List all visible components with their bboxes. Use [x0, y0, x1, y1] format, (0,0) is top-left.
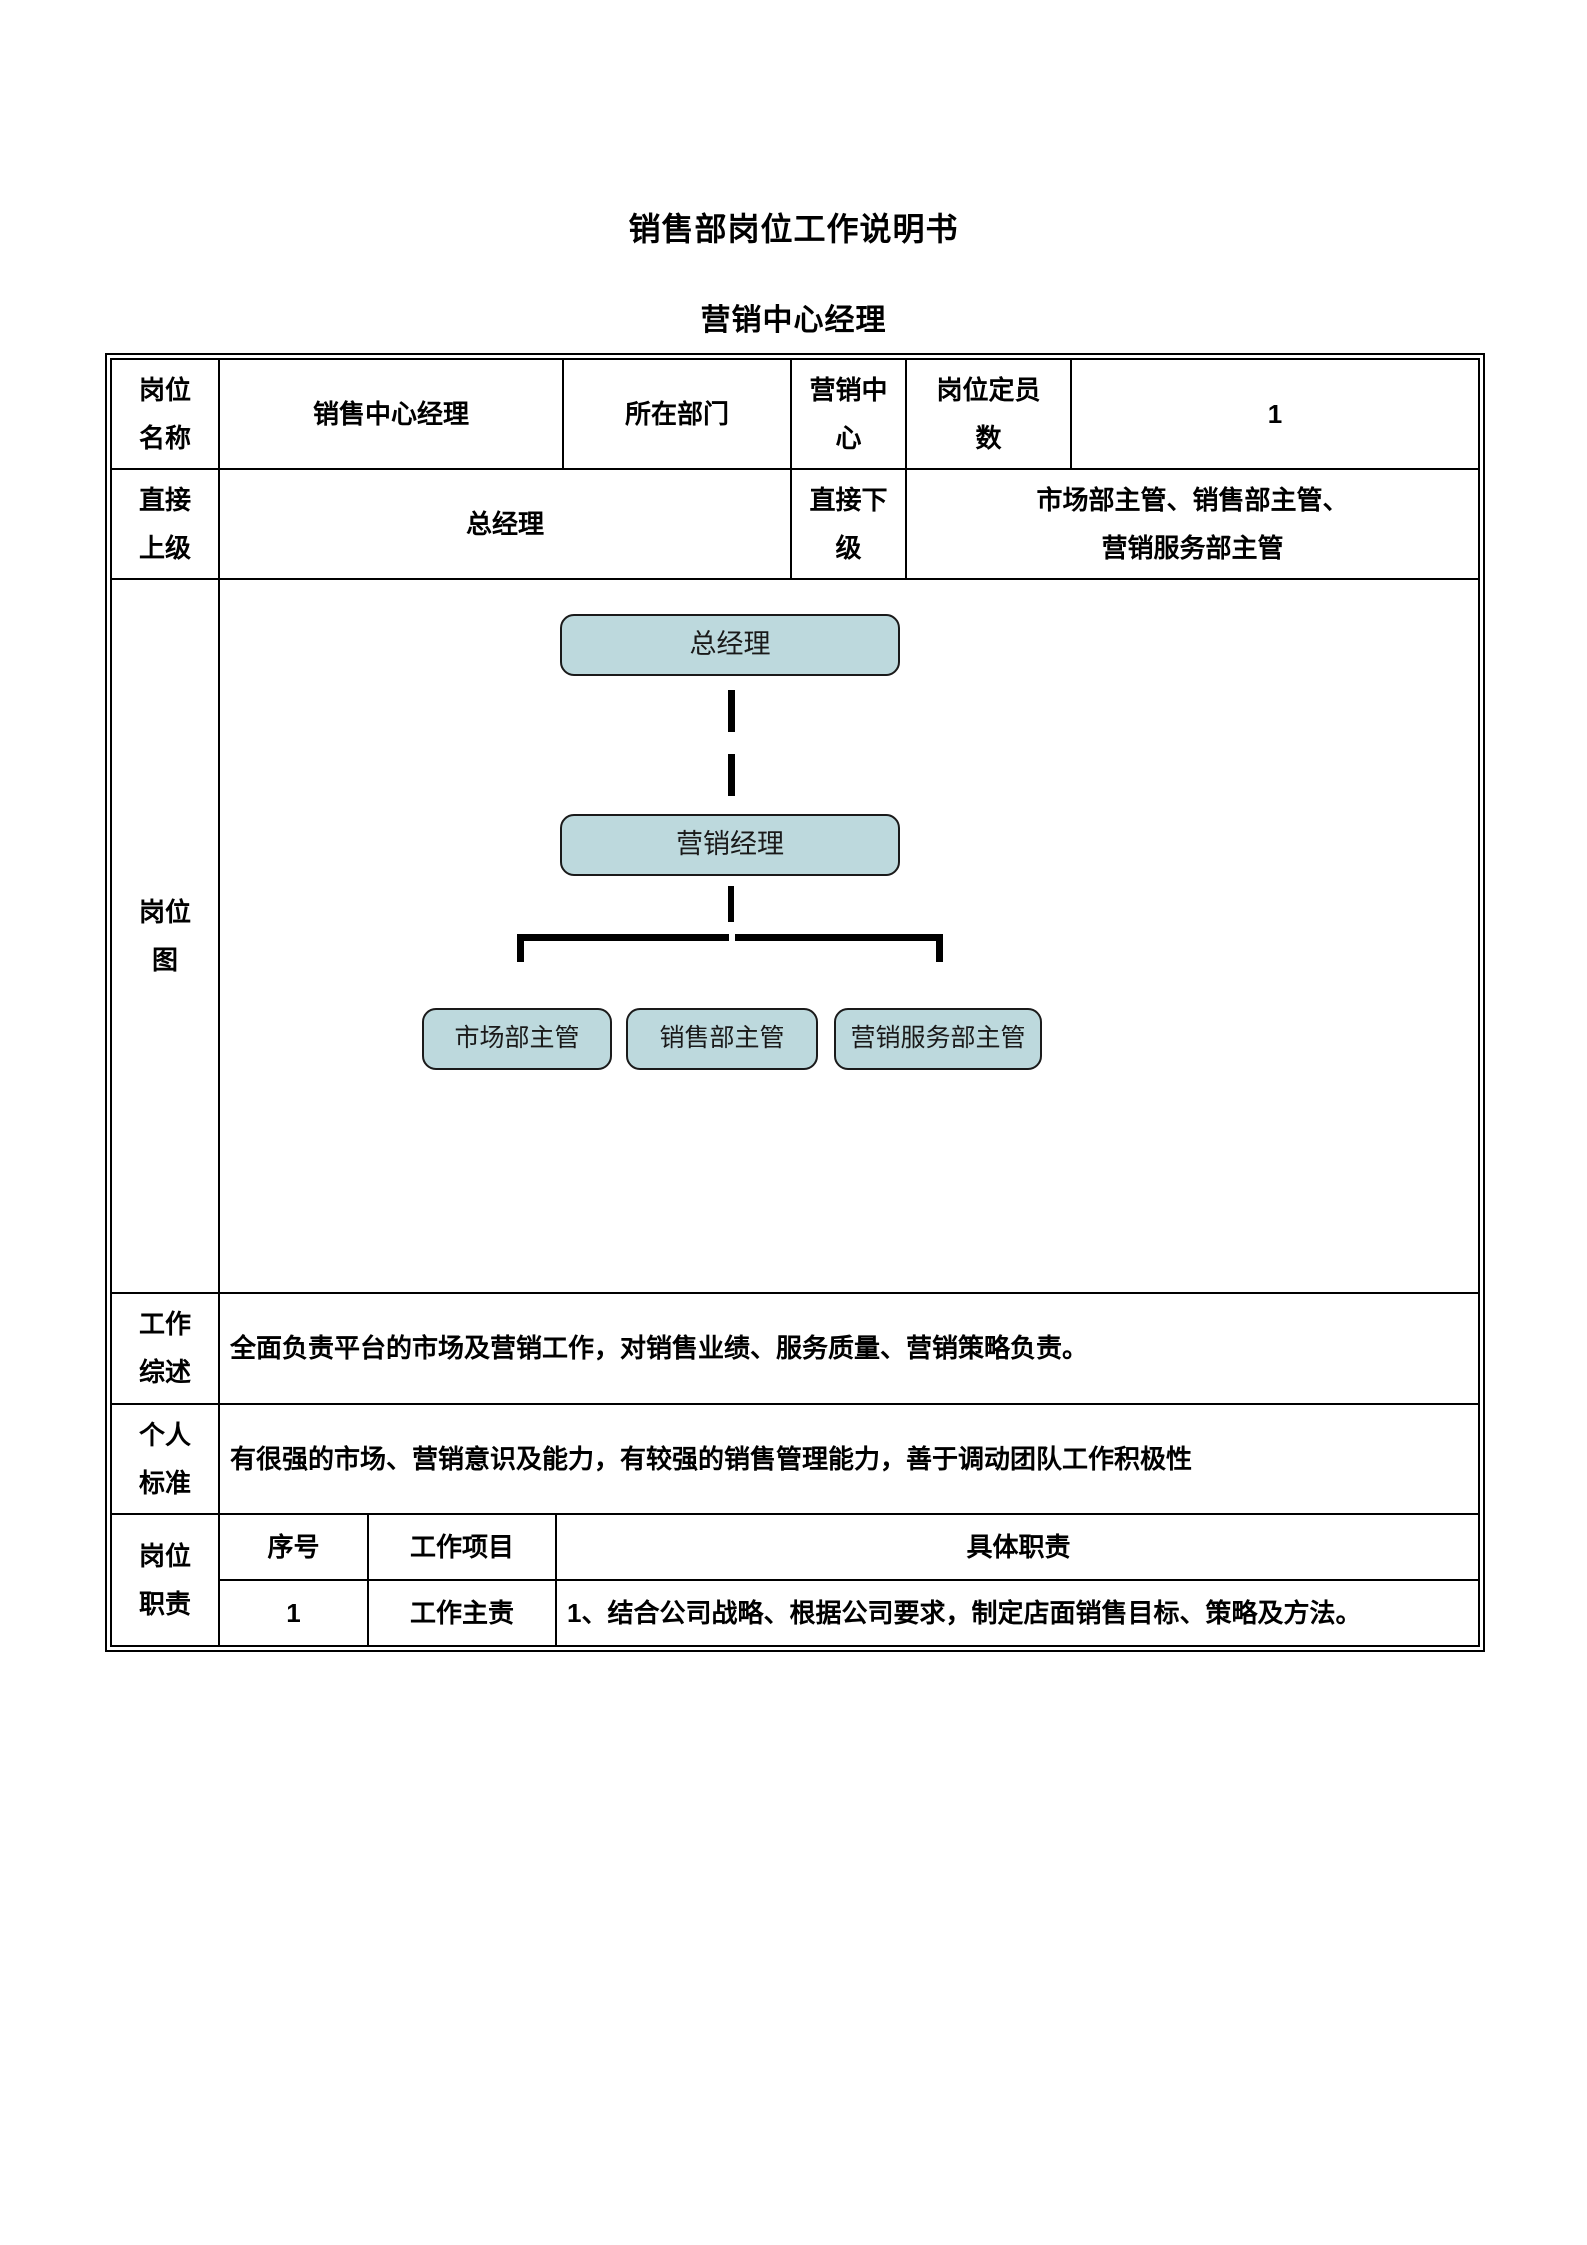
org-node-sales-dept-supervisor: 销售部主管 [626, 1008, 818, 1071]
org-chart: 总经理 营销经理 市场部主管 销售部主管 营销服务部主管 [230, 586, 1468, 1286]
duty-item: 工作主责 [367, 1578, 557, 1645]
duties-label-line2: 职责 [138, 1588, 191, 1619]
department-value-line2: 心 [835, 423, 862, 454]
org-node-general-manager: 总经理 [560, 614, 900, 677]
summary-label-line1: 工作 [138, 1309, 191, 1340]
table-row-duties: 岗位 职责 序号 工作项目 具体职责 1 [110, 1512, 1480, 1647]
connector-bracket-tip-left [517, 934, 524, 963]
cell-duties-table: 序号 工作项目 具体职责 1 工作主责 1、结合公司战略、根据公司要求，制定店面… [218, 1512, 1480, 1647]
job-description-table: 岗位 名称 销售中心经理 所在部门 营销中 心 岗位定员 数 1 直接 上级 总… [105, 353, 1485, 1652]
cell-superior-value: 总经理 [218, 468, 792, 581]
org-node-marketing-service-supervisor: 营销服务部主管 [834, 1008, 1042, 1071]
duty-no: 1 [220, 1578, 369, 1645]
table-row-position: 岗位 名称 销售中心经理 所在部门 营销中 心 岗位定员 数 1 [110, 357, 1480, 471]
page-subtitle: 营销中心经理 [700, 304, 887, 337]
cell-personal-label: 个人 标准 [110, 1402, 220, 1515]
connector-bracket-right [735, 934, 943, 942]
subordinate-label-line2: 级 [835, 533, 862, 564]
connector-bracket-tip-right [936, 934, 943, 963]
duties-data-row: 1 工作主责 1、结合公司战略、根据公司要求，制定店面销售目标、策略及方法。 [220, 1578, 1480, 1645]
table-row-personal-standard: 个人 标准 有很强的市场、营销意识及能力，有较强的销售管理能力，善于调动团队工作… [110, 1402, 1480, 1515]
superior-label-line1: 直接 [138, 485, 191, 516]
position-label-line2: 名称 [138, 423, 191, 454]
table-row-summary: 工作 综述 全面负责平台的市场及营销工作，对销售业绩、服务质量、营销策略负责。 [110, 1292, 1480, 1405]
subordinate-value-line1: 市场部主管、销售部主管、 [1036, 485, 1349, 516]
duties-header-no: 序号 [220, 1514, 369, 1581]
cell-position-label: 岗位 名称 [110, 357, 220, 471]
headcount-label-line1: 岗位定员 [936, 375, 1041, 405]
page-title: 销售部岗位工作说明书 [628, 211, 959, 247]
connector-bracket-stub [728, 886, 734, 923]
summary-label-line2: 综述 [138, 1357, 191, 1388]
cell-headcount-value: 1 [1070, 357, 1480, 471]
cell-headcount-label: 岗位定员 数 [905, 357, 1072, 471]
cell-duties-label: 岗位 职责 [110, 1512, 220, 1647]
cell-orgchart-diagram: 总经理 营销经理 市场部主管 销售部主管 营销服务部主管 [218, 578, 1480, 1295]
duties-label-line1: 岗位 [138, 1540, 191, 1571]
table-row-reporting: 直接 上级 总经理 直接下 级 市场部主管、销售部主管、 营销服务部主管 [110, 468, 1480, 581]
cell-subordinate-label: 直接下 级 [790, 468, 907, 581]
headcount-label-line2: 数 [975, 423, 1002, 454]
table-row-orgchart: 岗位 图 总经理 营销经理 市场部主管 销售部主管 营销服务部主管 [110, 578, 1480, 1295]
department-value-line1: 营销中 [809, 375, 888, 405]
orgchart-label-line1: 岗位 [138, 897, 191, 928]
cell-position-value: 销售中心经理 [218, 357, 564, 471]
cell-orgchart-label: 岗位 图 [110, 578, 220, 1295]
connector-vertical-segment-2 [728, 754, 735, 797]
position-label-line1: 岗位 [138, 375, 191, 405]
cell-subordinate-value: 市场部主管、销售部主管、 营销服务部主管 [905, 468, 1480, 581]
subordinate-label-line1: 直接下 [809, 485, 888, 516]
cell-personal-value: 有很强的市场、营销意识及能力，有较强的销售管理能力，善于调动团队工作积极性 [218, 1402, 1480, 1515]
cell-summary-label: 工作 综述 [110, 1292, 220, 1405]
cell-department-value: 营销中 心 [790, 357, 907, 471]
cell-summary-value: 全面负责平台的市场及营销工作，对销售业绩、服务质量、营销策略负责。 [218, 1292, 1480, 1405]
duty-detail: 1、结合公司战略、根据公司要求，制定店面销售目标、策略及方法。 [555, 1578, 1480, 1645]
duties-header-row: 序号 工作项目 具体职责 [220, 1514, 1480, 1581]
superior-label-line2: 上级 [138, 533, 191, 564]
duties-table: 序号 工作项目 具体职责 1 工作主责 1、结合公司战略、根据公司要求，制定店面… [220, 1514, 1480, 1645]
connector-bracket-left [517, 934, 729, 942]
duties-header-item: 工作项目 [367, 1514, 557, 1581]
duties-header-detail: 具体职责 [555, 1514, 1480, 1581]
orgchart-label-line2: 图 [151, 945, 178, 976]
personal-label-line2: 标准 [138, 1467, 191, 1498]
org-node-marketing-manager: 营销经理 [560, 814, 900, 877]
cell-department-label: 所在部门 [562, 357, 792, 471]
cell-superior-label: 直接 上级 [110, 468, 220, 581]
personal-label-line1: 个人 [138, 1419, 191, 1450]
org-node-market-dept-supervisor: 市场部主管 [422, 1008, 612, 1071]
subordinate-value-line2: 营销服务部主管 [1101, 533, 1284, 564]
connector-vertical-segment-1 [728, 690, 735, 733]
